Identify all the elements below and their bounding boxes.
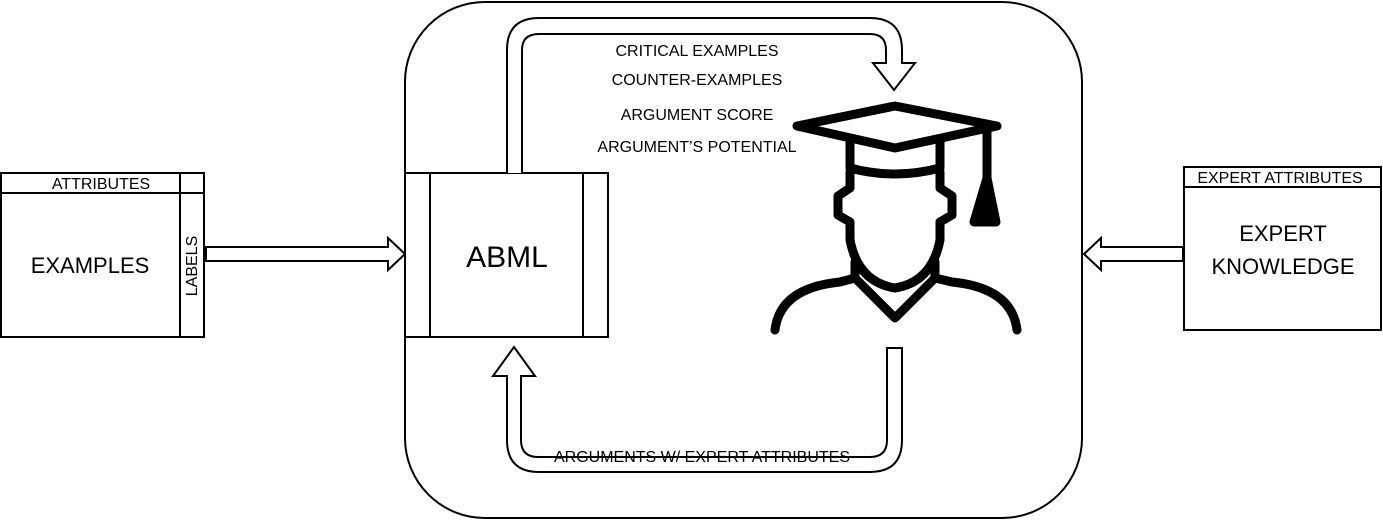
- examples-labels-label: LABELS: [184, 236, 201, 296]
- argument-score-label: ARGUMENT SCORE: [621, 107, 774, 124]
- examples-title: EXAMPLES: [31, 253, 150, 278]
- abml-box: ABML: [404, 172, 609, 338]
- expert-attributes-label: EXPERT ATTRIBUTES: [1197, 170, 1362, 187]
- counter-examples-label: COUNTER-EXAMPLES: [612, 72, 783, 89]
- abml-title: ABML: [466, 241, 548, 274]
- critical-examples-label: CRITICAL EXAMPLES: [615, 43, 778, 60]
- expert-knowledge-title-line1: EXPERT: [1239, 221, 1327, 246]
- feedback-top-labels: CRITICAL EXAMPLES COUNTER-EXAMPLES ARGUM…: [597, 43, 796, 156]
- arguments-expert-attributes-label: ARGUMENTS W/ EXPERT ATTRIBUTES: [554, 449, 850, 466]
- argument-potential-label: ARGUMENT’S POTENTIAL: [597, 139, 796, 156]
- examples-box: ATTRIBUTES EXAMPLES LABELS: [0, 172, 205, 338]
- graduate-expert-icon: [770, 101, 1022, 335]
- abml-to-expert-arrow: [506, 17, 918, 173]
- examples-to-abml-arrow: [205, 235, 407, 273]
- examples-attributes-label: ATTRIBUTES: [52, 176, 150, 193]
- expert-knowledge-to-container-arrow: [1082, 235, 1184, 273]
- expert-to-abml-arrow: [491, 345, 903, 473]
- expert-knowledge-box: EXPERT ATTRIBUTES EXPERT KNOWLEDGE: [1183, 166, 1382, 331]
- expert-knowledge-title-line2: KNOWLEDGE: [1211, 254, 1354, 279]
